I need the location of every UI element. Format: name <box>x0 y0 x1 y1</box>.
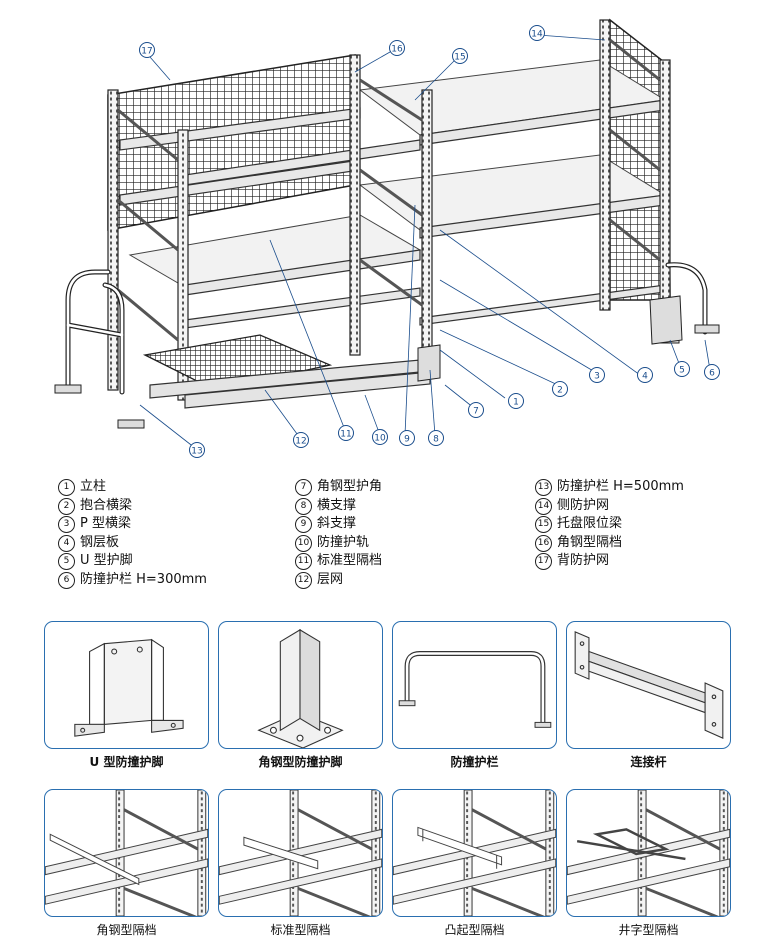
card-raised-divider <box>392 789 557 917</box>
svg-text:2: 2 <box>557 386 563 396</box>
card-caption: 防撞护栏 <box>450 755 499 769</box>
card-angle-guard-foot <box>218 621 383 749</box>
callout-1: 1 <box>508 393 524 409</box>
card-caption: 标准型隔档 <box>270 923 331 937</box>
rack-diagram: 1 2 3 4 5 6 7 8 9 10 11 12 13 14 15 16 1… <box>54 18 720 458</box>
card-caption: 井字型隔档 <box>618 923 679 937</box>
standard-divider-illustration <box>219 790 382 916</box>
guard-barrier-left-inner <box>66 270 124 394</box>
diagonal-bracing <box>117 38 661 342</box>
connector-bar-illustration <box>574 631 724 739</box>
svg-text:15: 15 <box>454 53 465 63</box>
floor-deck-mesh <box>142 334 333 391</box>
svg-text:1: 1 <box>513 398 519 408</box>
svg-text:4: 4 <box>642 372 648 382</box>
svg-text:16: 16 <box>391 45 403 55</box>
svg-text:9: 9 <box>404 435 410 445</box>
svg-text:11: 11 <box>340 430 351 440</box>
beams <box>119 99 666 329</box>
callout-15: 15 <box>452 48 468 64</box>
guard-barrier-right-inner <box>666 263 707 334</box>
callout-markers: 1 2 3 4 5 6 7 8 9 10 11 12 13 14 15 16 1… <box>139 25 720 458</box>
card-caption: 连接杆 <box>630 755 667 769</box>
callout-3: 3 <box>589 367 605 383</box>
svg-text:3: 3 <box>594 372 600 382</box>
svg-text:6: 6 <box>709 369 715 379</box>
cross-divider-illustration <box>567 790 730 916</box>
callout-14: 14 <box>529 25 545 41</box>
callout-13: 13 <box>189 442 205 458</box>
svg-text:5: 5 <box>679 366 685 376</box>
card-angle-divider <box>44 789 209 917</box>
u-guard-foot-illustration <box>74 638 184 737</box>
uprights <box>107 19 671 401</box>
svg-text:10: 10 <box>374 434 386 444</box>
svg-text:7: 7 <box>473 407 479 417</box>
callout-17: 17 <box>139 42 155 58</box>
callout-11: 11 <box>338 425 354 441</box>
guard-rail-illustration <box>398 651 552 728</box>
card-caption: 角钢型隔档 <box>96 923 157 937</box>
card-u-guard-foot <box>44 621 209 749</box>
callout-2: 2 <box>552 381 568 397</box>
callout-6: 6 <box>704 364 720 380</box>
card-caption: 角钢型防撞护脚 <box>258 755 343 769</box>
callout-10: 10 <box>372 429 388 445</box>
svg-text:8: 8 <box>433 435 439 445</box>
svg-text:12: 12 <box>295 437 306 447</box>
callout-7: 7 <box>468 402 484 418</box>
card-cross-divider <box>566 789 731 917</box>
svg-text:17: 17 <box>141 47 152 57</box>
svg-text:13: 13 <box>191 447 202 457</box>
callout-leaders <box>139 34 711 449</box>
callout-16: 16 <box>389 40 405 56</box>
callout-12: 12 <box>293 432 309 448</box>
card-caption: 凸起型隔档 <box>444 923 505 937</box>
callout-9: 9 <box>399 430 415 446</box>
card-connector-bar <box>566 621 731 749</box>
raised-divider-illustration <box>393 790 556 916</box>
callout-8: 8 <box>428 430 444 446</box>
card-caption: U 型防撞护脚 <box>89 755 164 769</box>
card-guard-rail <box>392 621 557 749</box>
callout-5: 5 <box>674 361 690 377</box>
callout-4: 4 <box>637 367 653 383</box>
angle-guard-foot-illustration <box>257 628 344 748</box>
svg-text:14: 14 <box>531 30 543 40</box>
card-standard-divider <box>218 789 383 917</box>
base-plates <box>54 295 720 429</box>
angle-divider-illustration <box>45 790 208 916</box>
